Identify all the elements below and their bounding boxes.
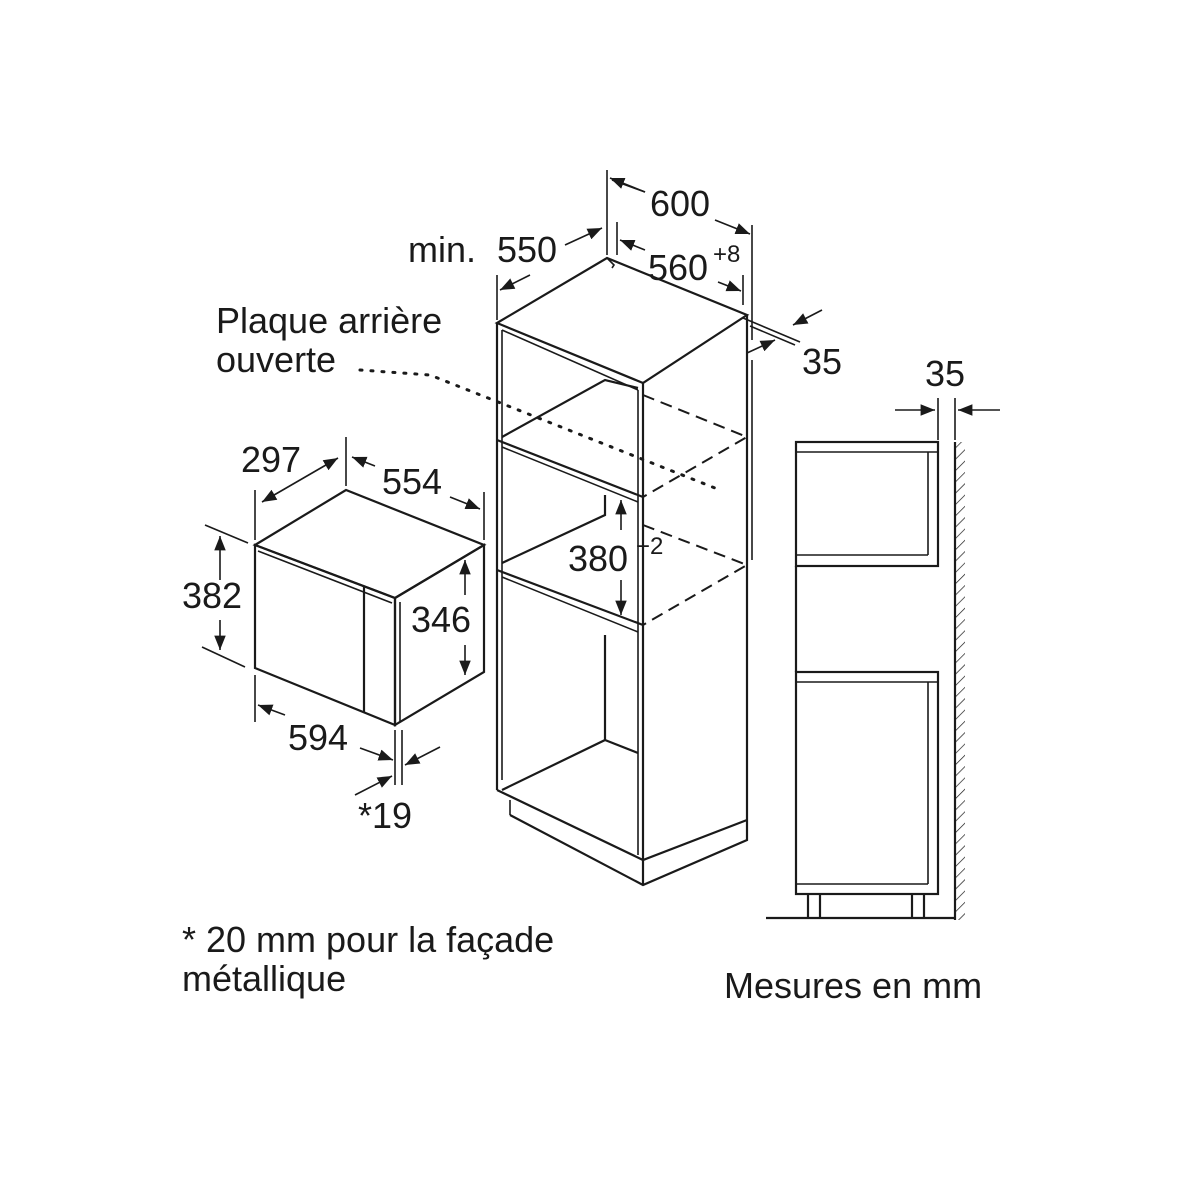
mw-height-382-label: 382 (182, 575, 242, 616)
front-19-label: *19 (358, 795, 412, 836)
mw-depth-297-label: 297 (241, 439, 301, 480)
front-594-label: 594 (288, 717, 348, 758)
rear-panel-label-line2: ouverte (216, 339, 336, 380)
mw-inner-346-label: 346 (411, 599, 471, 640)
footnote-line2: métallique (182, 958, 346, 999)
tall-cabinet-drawing (358, 170, 823, 887)
width-600-label: 600 (650, 183, 710, 224)
rear-panel-label-line1: Plaque arrière (216, 300, 442, 341)
side-view-drawing (766, 398, 1000, 920)
microwave-drawing (201, 437, 487, 796)
footnote-line1: * 20 mm pour la façade (182, 919, 554, 960)
gap-35-top-label: 35 (802, 341, 842, 382)
mw-width-554-label: 554 (382, 461, 442, 502)
depth-550-label: 550 (497, 229, 557, 270)
niche-380-tolerance: +2 (636, 533, 663, 560)
niche-560-label: 560 (648, 247, 708, 288)
min-label: min. (408, 229, 476, 270)
niche-560-tolerance: +8 (713, 241, 740, 268)
niche-380-label: 380 (568, 538, 628, 579)
gap-35-side-label: 35 (925, 353, 965, 394)
units-note: Mesures en mm (724, 965, 982, 1006)
